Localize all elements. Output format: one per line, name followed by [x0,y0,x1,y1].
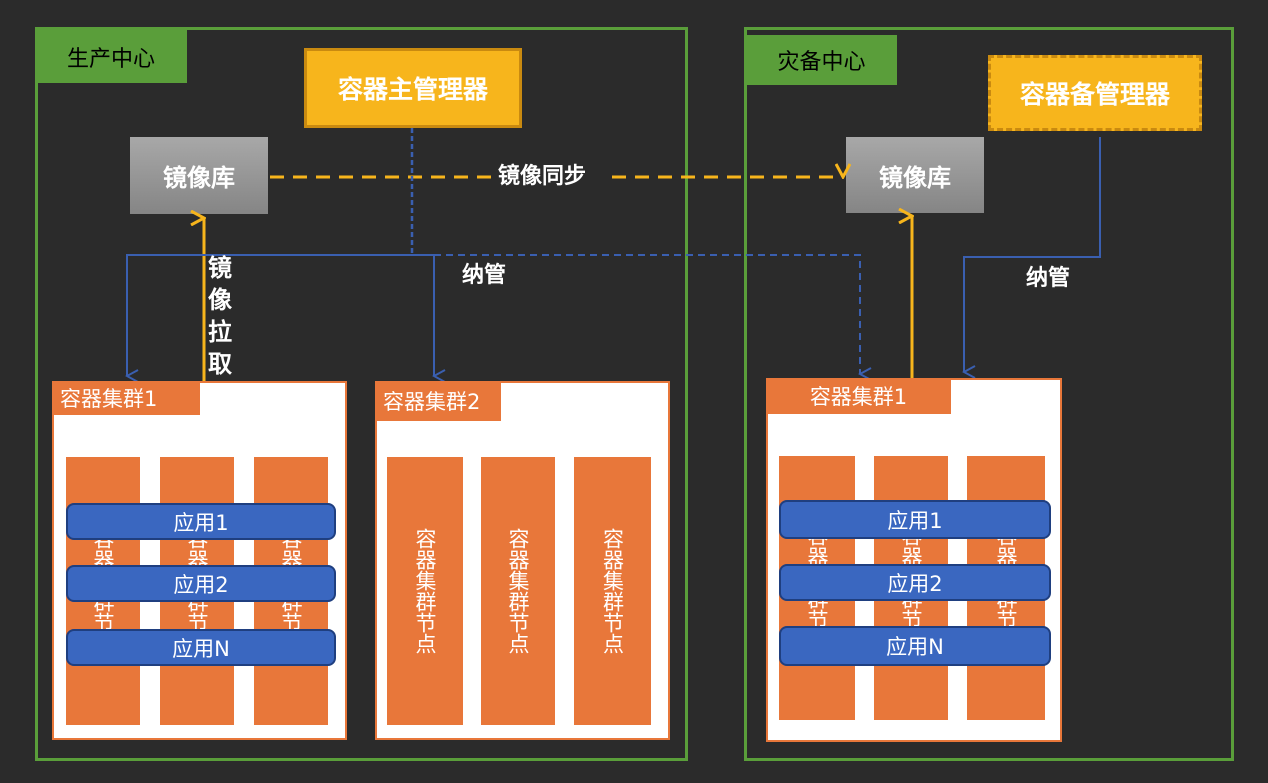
backup-manage-line [964,137,1101,372]
app-bar: 应用1 [779,500,1051,539]
cluster-title: 容器集群1 [52,381,200,415]
production-center-frame [35,27,688,761]
app-bar: 应用N [66,629,336,666]
image-sync-label: 镜像同步 [498,164,587,189]
disaster-registry-box: 镜像库 [846,137,984,213]
disaster-cluster1: 容器集群1 容器集群节点 容器集群节点 容器集群节点 应用1 应用2 应用N [766,378,1062,742]
manage-line-cluster1 [127,254,412,376]
cluster-title: 容器集群1 [766,378,951,414]
disaster-center-frame [744,27,1234,761]
image-pull-label: 镜像拉取 [208,254,232,378]
production-center-title: 生产中心 [35,30,187,83]
manage-label-primary: 纳管 [462,263,507,288]
backup-manager-box: 容器备管理器 [988,55,1202,131]
cluster-title: 容器集群2 [375,381,501,421]
manage-line-cluster2 [412,254,434,376]
app-bar: 应用1 [66,503,336,540]
app-bar: 应用2 [779,564,1051,601]
production-cluster1: 容器集群1 容器集群节点 容器集群节点 容器集群节点 应用1 应用2 应用N [52,381,347,740]
production-cluster2: 容器集群2 容器集群节点 容器集群节点 容器集群节点 [375,381,670,740]
app-bar: 应用N [779,626,1051,666]
manage-line-disaster-cluster [434,254,860,374]
cluster-node: 容器集群节点 [481,457,555,725]
primary-manager-box: 容器主管理器 [304,48,522,128]
cluster-node: 容器集群节点 [387,457,463,725]
cluster-node: 容器集群节点 [574,457,651,725]
app-bar: 应用2 [66,565,336,602]
production-registry-box: 镜像库 [130,137,268,214]
disaster-center-title: 灾备中心 [746,35,897,85]
manage-label-backup: 纳管 [1026,266,1071,291]
